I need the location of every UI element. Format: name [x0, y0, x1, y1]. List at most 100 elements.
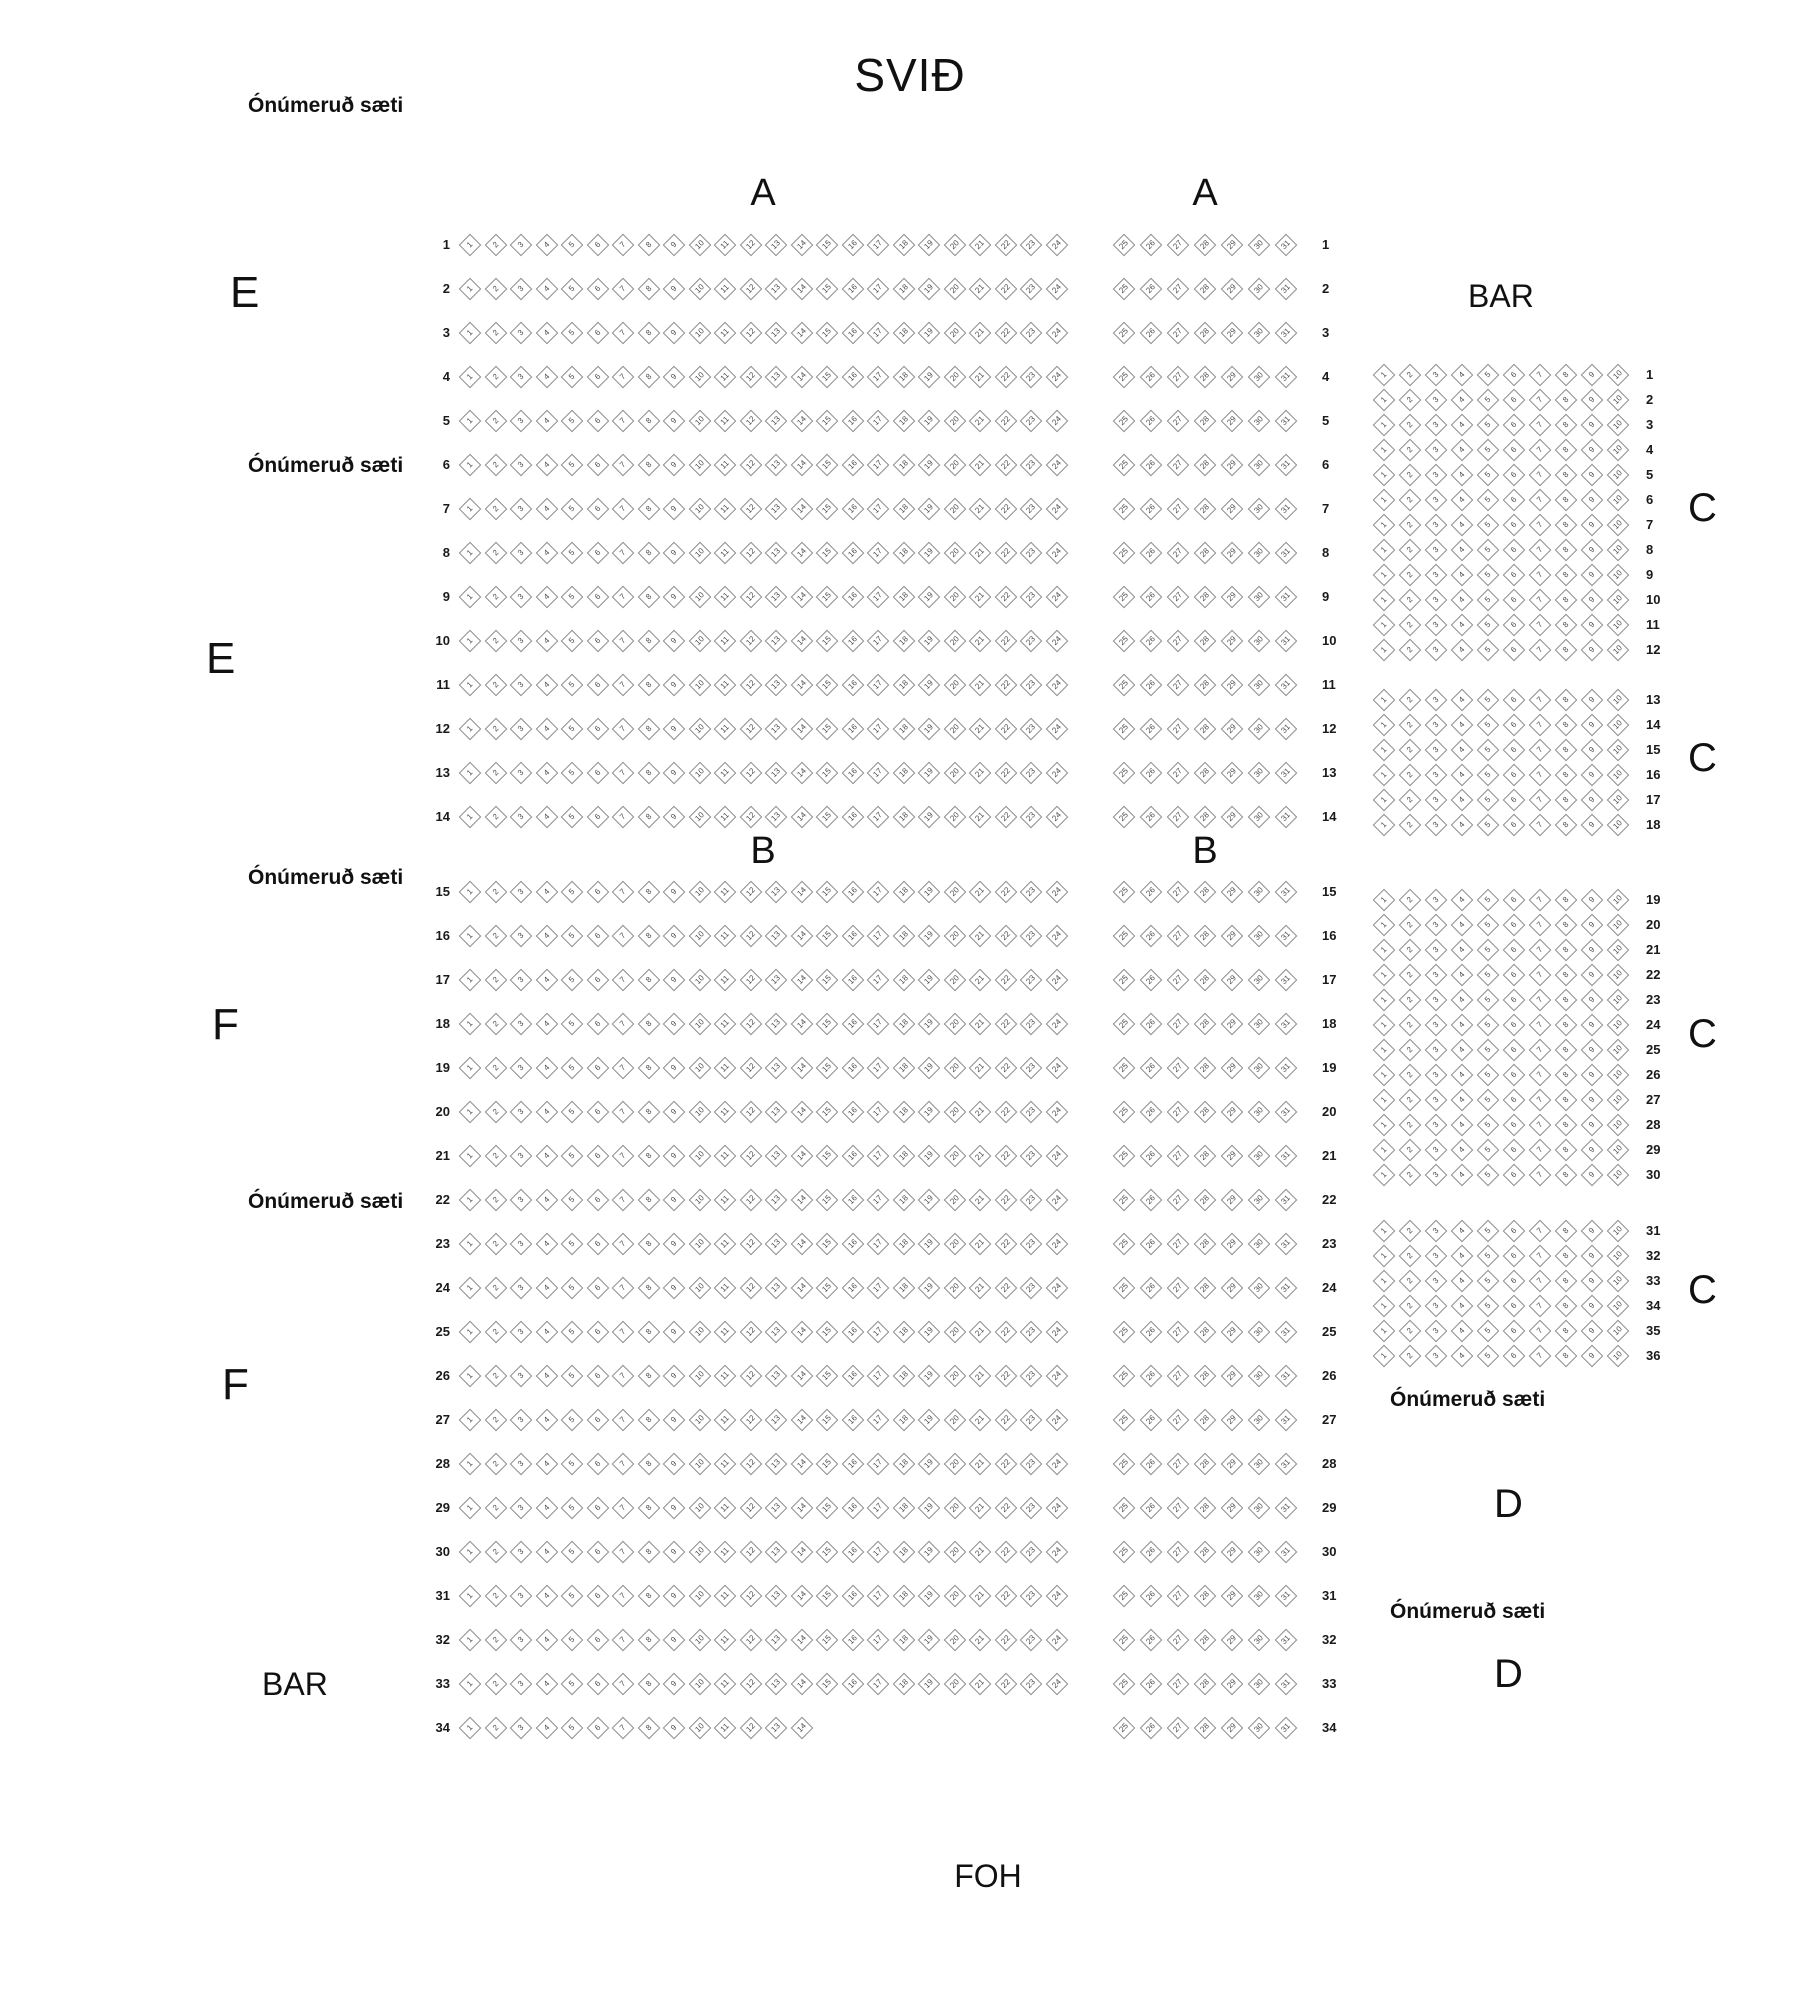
seat[interactable]: 17 — [866, 1276, 890, 1300]
seat[interactable]: 6 — [1502, 1244, 1526, 1268]
seat[interactable]: 8 — [1554, 563, 1578, 587]
seat[interactable]: 13 — [764, 924, 788, 948]
seat[interactable]: 2 — [1398, 988, 1422, 1012]
seat[interactable]: 4 — [1450, 1013, 1474, 1037]
seat[interactable]: 20 — [943, 453, 966, 477]
seat[interactable]: 25 — [1112, 968, 1136, 992]
seat[interactable]: 22 — [994, 1584, 1017, 1608]
seat[interactable]: 6 — [1502, 1319, 1526, 1343]
seat[interactable]: 18 — [892, 1452, 915, 1476]
seat[interactable]: 6 — [1502, 1344, 1526, 1368]
seat[interactable]: 30 — [1247, 1276, 1271, 1300]
seat[interactable]: 9 — [1580, 888, 1604, 912]
seat[interactable]: 6 — [586, 1056, 609, 1080]
seat[interactable]: 12 — [739, 1672, 762, 1696]
seat[interactable]: 12 — [739, 1496, 762, 1520]
seat[interactable]: 5 — [560, 277, 584, 301]
seat[interactable]: 24 — [1045, 321, 1068, 345]
seat[interactable]: 19 — [917, 673, 941, 697]
seat[interactable]: 8 — [637, 673, 660, 697]
seat[interactable]: 26 — [1139, 1540, 1163, 1564]
seat[interactable]: 12 — [739, 1320, 762, 1344]
seat[interactable]: 8 — [637, 1408, 660, 1432]
seat[interactable]: 10 — [688, 1628, 711, 1652]
seat[interactable]: 13 — [764, 321, 788, 345]
seat[interactable]: 5 — [1476, 913, 1500, 937]
seat[interactable]: 27 — [1166, 497, 1190, 521]
seat[interactable]: 1 — [1372, 1219, 1396, 1243]
seat[interactable]: 8 — [637, 1364, 660, 1388]
seat[interactable]: 3 — [509, 1672, 533, 1696]
seat[interactable]: 9 — [1580, 388, 1604, 412]
seat[interactable]: 12 — [739, 365, 762, 389]
seat[interactable]: 24 — [1045, 1452, 1068, 1476]
seat[interactable]: 22 — [994, 1188, 1017, 1212]
seat[interactable]: 12 — [739, 1584, 762, 1608]
seat[interactable]: 18 — [892, 277, 915, 301]
seat[interactable]: 3 — [509, 1584, 533, 1608]
seat[interactable]: 13 — [764, 761, 788, 785]
seat[interactable]: 7 — [1528, 1063, 1552, 1087]
seat[interactable]: 10 — [688, 1320, 711, 1344]
seat[interactable]: 7 — [1528, 588, 1552, 612]
seat[interactable]: 14 — [790, 1100, 813, 1124]
seat[interactable]: 22 — [994, 1320, 1017, 1344]
seat[interactable]: 25 — [1112, 365, 1136, 389]
seat[interactable]: 7 — [611, 673, 635, 697]
seat[interactable]: 10 — [1606, 1319, 1630, 1343]
seat[interactable]: 3 — [509, 1408, 533, 1432]
seat[interactable]: 24 — [1045, 1012, 1068, 1036]
seat[interactable]: 11 — [713, 717, 737, 741]
seat[interactable]: 3 — [1424, 688, 1448, 712]
seat[interactable]: 21 — [968, 1628, 992, 1652]
seat[interactable]: 15 — [815, 1540, 839, 1564]
seat[interactable]: 17 — [866, 1188, 890, 1212]
seat[interactable]: 21 — [968, 1320, 992, 1344]
seat[interactable]: 6 — [586, 1452, 609, 1476]
seat[interactable]: 1 — [1372, 613, 1396, 637]
seat[interactable]: 9 — [1580, 938, 1604, 962]
seat[interactable]: 10 — [1606, 413, 1630, 437]
seat[interactable]: 31 — [1274, 1628, 1298, 1652]
seat[interactable]: 19 — [917, 629, 941, 653]
seat[interactable]: 15 — [815, 1628, 839, 1652]
seat[interactable]: 28 — [1193, 1188, 1217, 1212]
seat[interactable]: 26 — [1139, 717, 1163, 741]
seat[interactable]: 5 — [1476, 1013, 1500, 1037]
seat[interactable]: 9 — [662, 1364, 686, 1388]
seat[interactable]: 27 — [1166, 1716, 1190, 1740]
seat[interactable]: 9 — [1580, 688, 1604, 712]
seat[interactable]: 10 — [688, 1012, 711, 1036]
seat[interactable]: 5 — [560, 585, 584, 609]
seat[interactable]: 10 — [1606, 513, 1630, 537]
seat[interactable]: 25 — [1112, 1496, 1136, 1520]
seat[interactable]: 2 — [484, 1188, 507, 1212]
seat[interactable]: 11 — [713, 1672, 737, 1696]
seat[interactable]: 17 — [866, 1672, 890, 1696]
seat[interactable]: 31 — [1274, 1452, 1298, 1476]
seat[interactable]: 12 — [739, 761, 762, 785]
seat[interactable]: 14 — [790, 365, 813, 389]
seat[interactable]: 5 — [1476, 1163, 1500, 1187]
seat[interactable]: 9 — [662, 1540, 686, 1564]
seat[interactable]: 20 — [943, 1276, 966, 1300]
seat[interactable]: 19 — [917, 453, 941, 477]
seat[interactable]: 14 — [790, 277, 813, 301]
seat[interactable]: 24 — [1045, 233, 1068, 257]
seat[interactable]: 30 — [1247, 1584, 1271, 1608]
seat[interactable]: 18 — [892, 321, 915, 345]
seat[interactable]: 14 — [790, 880, 813, 904]
seat[interactable]: 2 — [1398, 1294, 1422, 1318]
seat[interactable]: 23 — [1019, 880, 1043, 904]
seat[interactable]: 30 — [1247, 968, 1271, 992]
seat[interactable]: 29 — [1220, 1232, 1244, 1256]
seat[interactable]: 3 — [1424, 713, 1448, 737]
seat[interactable]: 11 — [713, 968, 737, 992]
seat[interactable]: 4 — [535, 1672, 558, 1696]
seat[interactable]: 2 — [484, 924, 507, 948]
seat[interactable]: 11 — [713, 233, 737, 257]
seat[interactable]: 5 — [560, 1496, 584, 1520]
seat[interactable]: 30 — [1247, 321, 1271, 345]
seat[interactable]: 9 — [1580, 913, 1604, 937]
seat[interactable]: 28 — [1193, 1628, 1217, 1652]
